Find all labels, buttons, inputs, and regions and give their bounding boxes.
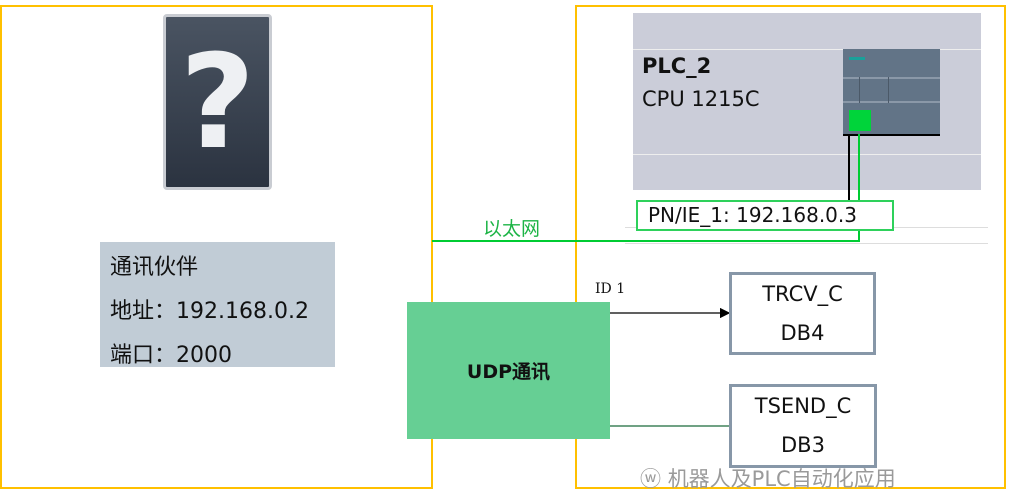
tsend-block[interactable]: TSEND_C DB3: [729, 384, 877, 468]
udp-block: UDP通讯: [407, 302, 610, 439]
ethernet-port-icon[interactable]: [849, 110, 871, 131]
partner-title: 通讯伙伴: [110, 255, 199, 280]
plc-name: PLC_2: [642, 54, 712, 78]
divider: [633, 154, 981, 155]
plc-frame: [575, 5, 1006, 489]
connection-id: ID 1: [595, 281, 626, 297]
partner-frame: [0, 5, 433, 489]
plc-cpu: CPU 1215C: [642, 87, 760, 111]
block-name: TRCV_C: [762, 282, 843, 306]
trcv-block[interactable]: TRCV_C DB4: [729, 272, 876, 355]
watermark: ⓦ 机器人及PLC自动化应用: [640, 467, 896, 491]
divider: [625, 243, 988, 244]
partner-port: 端口：2000: [110, 343, 232, 368]
ethernet-line: [432, 134, 860, 242]
block-db: DB3: [781, 433, 825, 457]
watermark-text: 机器人及PLC自动化应用: [667, 467, 896, 491]
divider: [633, 49, 981, 50]
ethernet-label: 以太网: [483, 218, 541, 240]
partner-address: 地址：192.168.0.2: [110, 299, 309, 324]
question-mark-icon: ?: [163, 14, 272, 190]
pn-ie-interface[interactable]: PN/IE_1: 192.168.0.3: [636, 200, 894, 231]
wechat-icon: ⓦ: [640, 467, 668, 491]
block-name: TSEND_C: [754, 394, 852, 418]
partner-info: 通讯伙伴 地址：192.168.0.2 端口：2000: [100, 242, 335, 368]
udp-label: UDP通讯: [466, 361, 551, 383]
block-db: DB4: [780, 321, 825, 345]
